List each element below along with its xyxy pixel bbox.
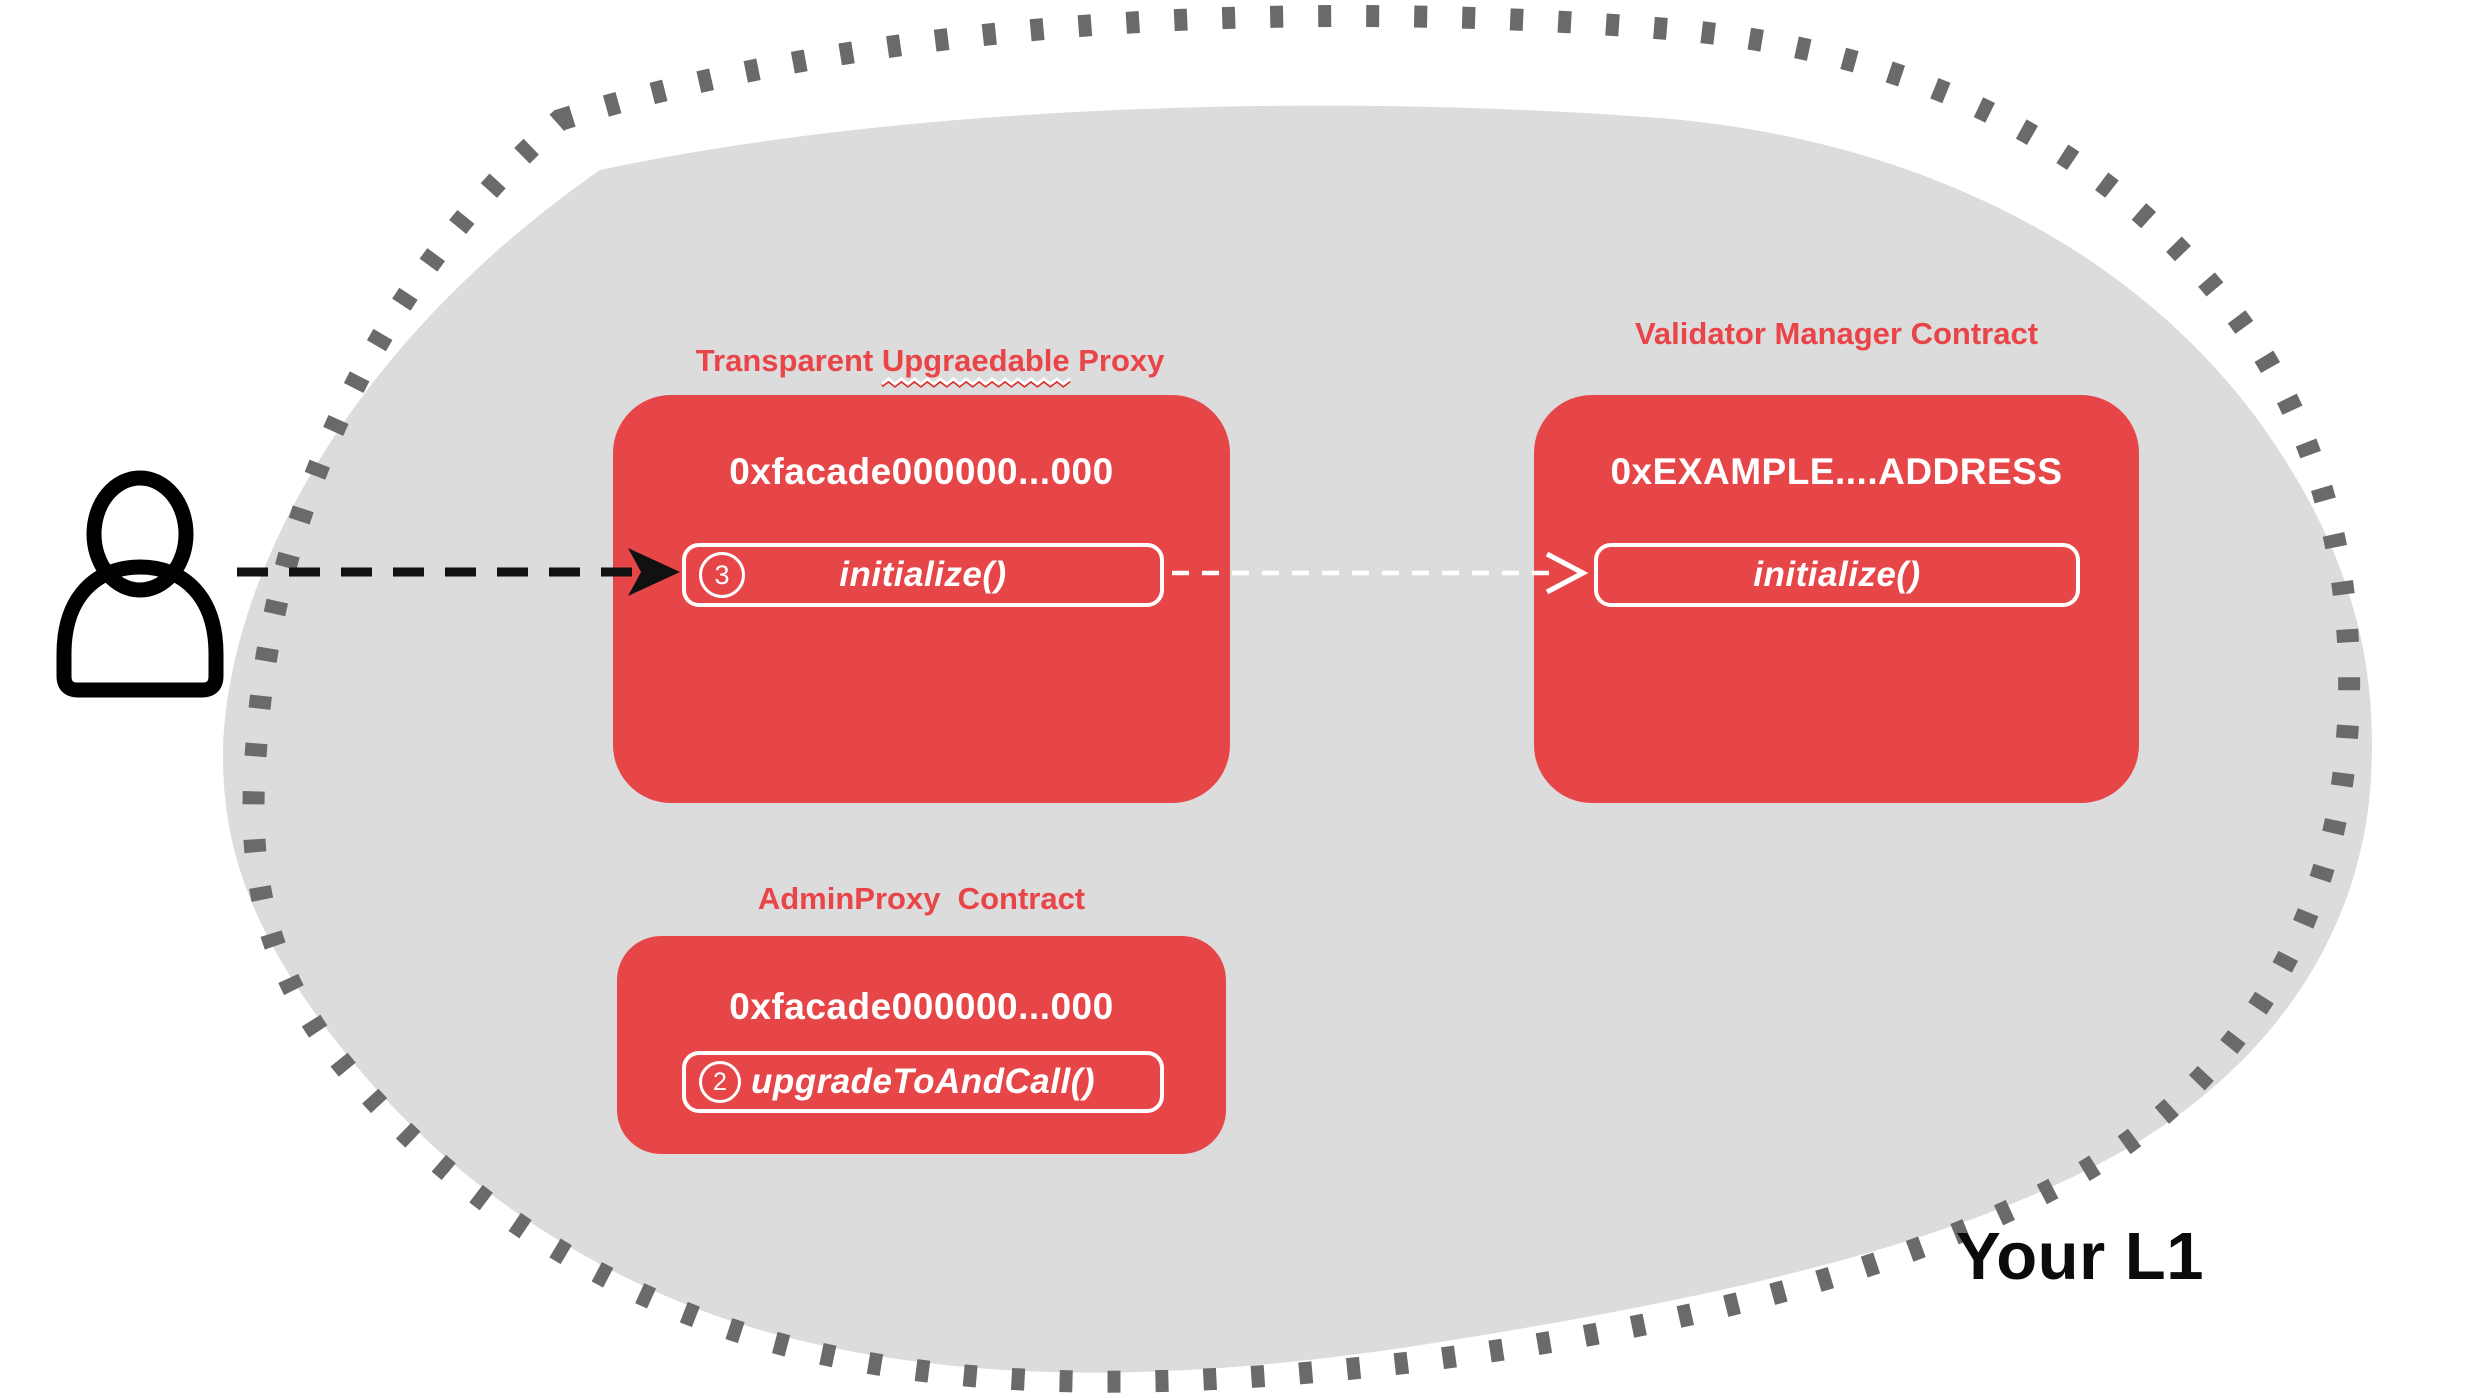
transparent-proxy-initialize-pill: 3 initialize() — [682, 543, 1164, 607]
transparent-proxy-address: 0xfacade000000...000 — [729, 451, 1114, 492]
validator-manager-title: Validator Manager Contract — [1634, 316, 2039, 351]
user-icon — [56, 470, 224, 698]
title-text: Proxy — [1069, 343, 1165, 378]
admin-proxy-contract-box: 0xfacade000000...000 2 upgradeToAndCall(… — [617, 936, 1226, 1154]
admin-proxy-upgrade-pill: 2 upgradeToAndCall() — [682, 1051, 1164, 1113]
title-text: Transparent — [695, 343, 882, 378]
step-2-badge: 2 — [699, 1061, 741, 1103]
l1-region-label: Your L1 — [1956, 1219, 2204, 1294]
transparent-proxy-contract-box: 0xfacade000000...000 3 initialize() — [613, 395, 1230, 803]
validator-manager-address: 0xEXAMPLE....ADDRESS — [1610, 451, 2063, 492]
validator-manager-contract-box: 0xEXAMPLE....ADDRESS initialize() — [1534, 395, 2139, 803]
admin-proxy-method-label: upgradeToAndCall() — [750, 1062, 1096, 1101]
step-3-badge: 3 — [699, 552, 745, 598]
validator-manager-method-label: initialize() — [1753, 555, 1921, 594]
admin-proxy-address: 0xfacade000000...000 — [729, 986, 1114, 1027]
misspelled-word: Upgraedable — [881, 341, 1071, 388]
validator-manager-initialize-pill: initialize() — [1594, 543, 2080, 607]
delegate-call-arrow — [1172, 551, 1589, 595]
admin-proxy-title: AdminProxy Contract — [757, 881, 1086, 916]
transparent-proxy-title-line1: Transparent Upgraedable Proxy — [695, 341, 1165, 388]
transparent-proxy-method-label: initialize() — [839, 555, 1007, 594]
title-text: Upgraedable — [881, 343, 1070, 378]
spellcheck-squiggle-icon — [881, 377, 1071, 388]
